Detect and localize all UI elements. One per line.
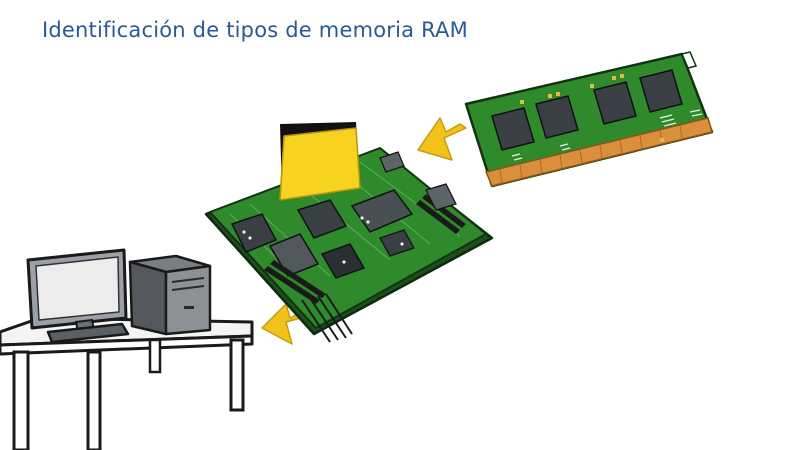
computer-tower-icon	[128, 254, 212, 336]
ram-module-icon	[464, 51, 714, 188]
page-title: Identificación de tipos de memoria RAM	[42, 18, 468, 42]
desk-icon	[0, 316, 254, 450]
arrow-icon	[417, 117, 467, 161]
monitor-icon	[26, 248, 130, 344]
motherboard-icon	[204, 147, 494, 343]
card-icon	[279, 122, 361, 201]
